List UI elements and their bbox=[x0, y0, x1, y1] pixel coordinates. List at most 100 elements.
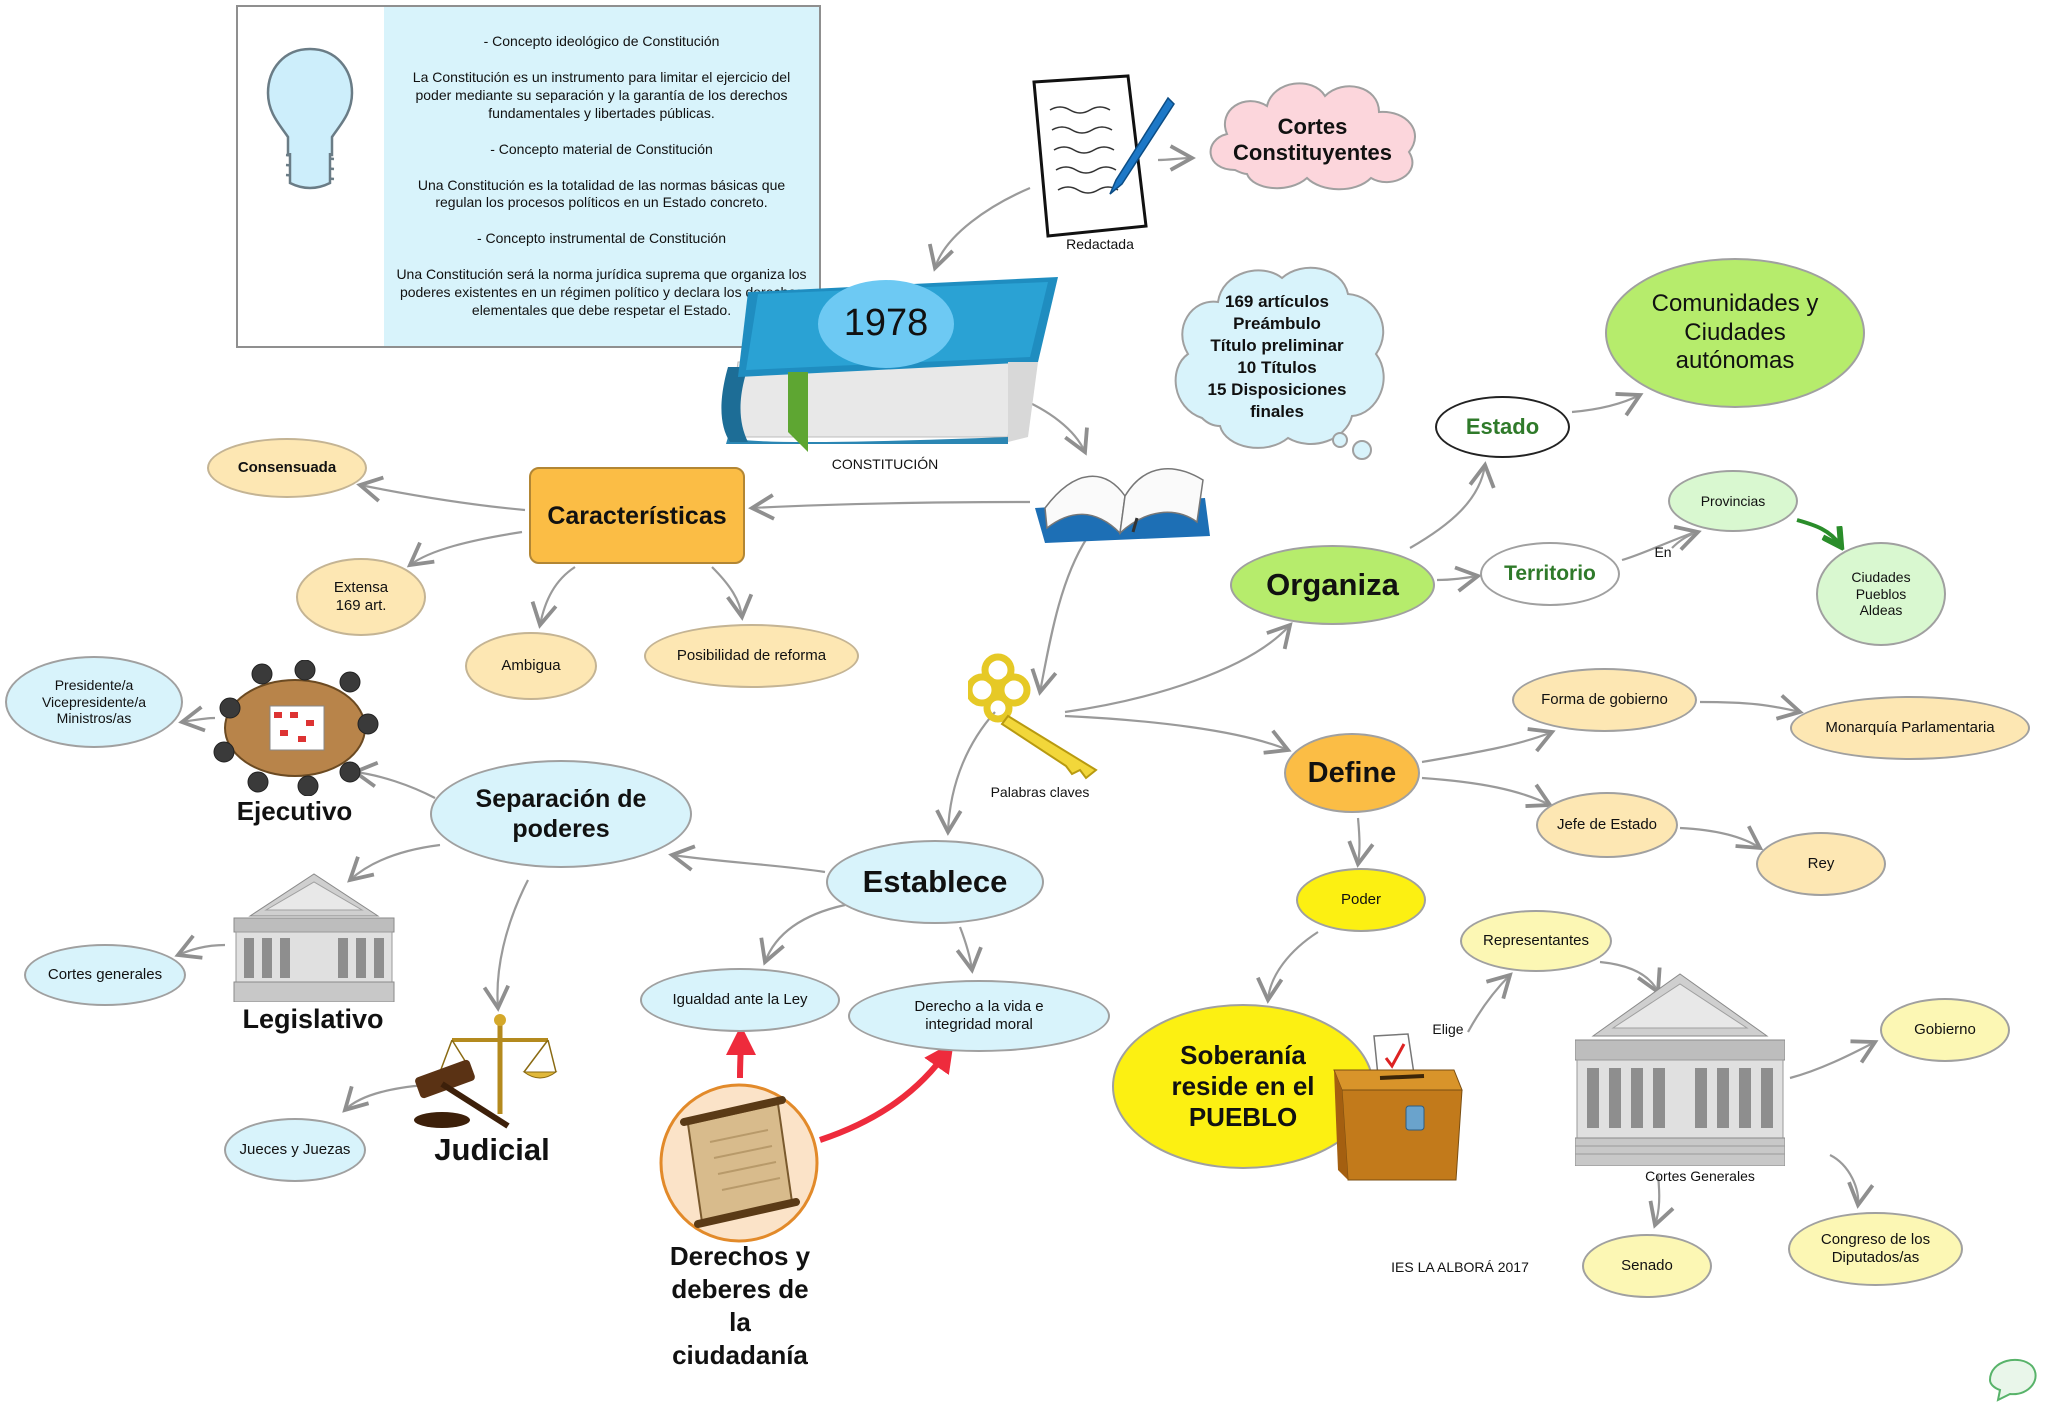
edge-define-jefe bbox=[1421, 776, 1554, 808]
edge-judicial-jueces bbox=[342, 1083, 426, 1113]
ciudades-line-3: Aldeas bbox=[1859, 602, 1903, 619]
ministros-line-3: Ministros/as bbox=[56, 710, 132, 727]
concept-text-panel: - Concepto ideológico de Constitución La… bbox=[384, 7, 819, 346]
contents-line-4: 10 Títulos bbox=[1237, 358, 1317, 377]
jefe-estado-label: Jefe de Estado bbox=[1556, 816, 1658, 833]
soberania-line-3: PUEBLO bbox=[1188, 1102, 1298, 1133]
congreso-line-1: Congreso de los bbox=[1820, 1231, 1931, 1248]
define-node: Define bbox=[1284, 733, 1420, 813]
derechos-line-3: la bbox=[729, 1307, 751, 1337]
define-label: Define bbox=[1307, 756, 1397, 789]
consensuada-label: Consensuada bbox=[237, 459, 337, 476]
igualdad-node: Igualdad ante la Ley bbox=[640, 968, 840, 1032]
edge-car-consensuada bbox=[356, 475, 526, 512]
separacion-line-2: poderes bbox=[512, 815, 610, 843]
ejecutivo-label: Ejecutivo bbox=[236, 796, 353, 826]
credit-label: IES LA ALBORÁ 2017 bbox=[1391, 1259, 1529, 1275]
extensa-label: Extensa bbox=[333, 579, 389, 596]
ambigua-node: Ambigua bbox=[465, 632, 597, 700]
edge-poder-soberania bbox=[1256, 931, 1319, 1004]
territorio-node: Territorio bbox=[1480, 542, 1620, 606]
extensa-node: Extensa 169 art. bbox=[296, 558, 426, 636]
cortes-generales-building-icon bbox=[1575, 973, 1785, 1166]
comunidades-line-2: Ciudades bbox=[1684, 318, 1786, 346]
derecho-vida-line-1: Derecho a la vida e bbox=[914, 998, 1044, 1015]
senado-node: Senado bbox=[1582, 1234, 1712, 1298]
edge-red-to-igualdad bbox=[725, 1025, 756, 1079]
constitucion-label: CONSTITUCIÓN bbox=[831, 456, 939, 472]
edge-cortes-congreso bbox=[1829, 1154, 1875, 1209]
concept-box: - Concepto ideológico de Constitución La… bbox=[236, 5, 821, 348]
edge-provincias-ciudades bbox=[1796, 518, 1840, 545]
contents-line-5: 15 Disposiciones bbox=[1207, 380, 1347, 399]
edge-car-ambigua bbox=[530, 566, 576, 629]
concept-line-6: Una Constitución será la norma jurídica … bbox=[396, 266, 807, 319]
territorio-label: Territorio bbox=[1504, 562, 1596, 586]
comunidades-node: Comunidades y Ciudades autónomas bbox=[1605, 258, 1865, 408]
derechos-line-2: deberes de bbox=[671, 1274, 809, 1304]
concept-line-4: Una Constitución es la totalidad de las … bbox=[417, 176, 786, 211]
monarquia-node: Monarquía Parlamentaria bbox=[1790, 696, 2030, 760]
monarquia-label: Monarquía Parlamentaria bbox=[1825, 719, 1995, 736]
scroll-icon bbox=[659, 1083, 819, 1243]
ciudades-line-2: Pueblos bbox=[1855, 585, 1907, 602]
edge-legislativo-cortes bbox=[174, 934, 226, 960]
cortes-constituyentes-node: Cortes Constituyentes bbox=[1233, 114, 1392, 165]
edge-organiza-estado bbox=[1409, 461, 1496, 549]
edge-establece-derecho bbox=[955, 926, 983, 974]
edge-key-organiza bbox=[1064, 622, 1293, 714]
contents-line-6: finales bbox=[1250, 402, 1304, 421]
jefe-estado-node: Jefe de Estado bbox=[1536, 792, 1678, 858]
ambigua-label: Ambigua bbox=[501, 657, 561, 674]
edge-estado-comunidades bbox=[1571, 392, 1644, 417]
contents-line-1: 169 artículos bbox=[1225, 292, 1329, 311]
concept-line-5: - Concepto instrumental de Constitución bbox=[476, 230, 727, 247]
comunidades-line-3: autónomas bbox=[1675, 347, 1795, 375]
edge-jefe-rey bbox=[1679, 825, 1764, 851]
provincias-label: Provincias bbox=[1700, 492, 1766, 509]
derecho-vida-line-2: integridad moral bbox=[925, 1016, 1033, 1033]
ministros-line-1: Presidente/a bbox=[54, 676, 134, 693]
edge-cortes-gobierno bbox=[1789, 1039, 1879, 1080]
forma-gobierno-label: Forma de gobierno bbox=[1541, 691, 1668, 708]
comunidades-line-1: Comunidades y bbox=[1651, 289, 1819, 317]
edge-car-reforma bbox=[711, 566, 754, 621]
edge-establece-igualdad bbox=[759, 903, 846, 966]
edge-define-forma bbox=[1421, 727, 1556, 764]
contents-line-3: Título preliminar bbox=[1210, 336, 1344, 355]
edge-pen-to-book bbox=[927, 186, 1031, 272]
edge-openbook-to-key bbox=[1030, 537, 1088, 696]
contents-cloud-shape bbox=[1174, 266, 1385, 460]
edge-separacion-ejecutivo bbox=[351, 760, 436, 799]
edge-red-to-derecho bbox=[819, 1041, 954, 1143]
jueces-node: Jueces y Juezas bbox=[224, 1118, 366, 1182]
poder-node: Poder bbox=[1296, 868, 1426, 932]
ciudades-line-1: Ciudades bbox=[1851, 568, 1911, 585]
establece-label: Establece bbox=[862, 864, 1008, 900]
ballot-box-icon bbox=[1333, 1033, 1463, 1181]
edge-organiza-territorio bbox=[1436, 565, 1482, 593]
year-text: 1978 bbox=[843, 302, 929, 345]
igualdad-label: Igualdad ante la Ley bbox=[672, 991, 808, 1008]
edge-car-extensa bbox=[406, 530, 523, 568]
edge-elige-representantes bbox=[1467, 972, 1513, 1033]
caracteristicas-node: Características bbox=[529, 467, 745, 564]
key-icon bbox=[968, 653, 1098, 780]
edge-key-define bbox=[1064, 714, 1292, 755]
parliament-building-icon bbox=[233, 873, 395, 1002]
cortes-generales-node-label: Cortes generales bbox=[47, 966, 163, 983]
forma-gobierno-node: Forma de gobierno bbox=[1512, 668, 1697, 732]
concept-icon-panel bbox=[238, 7, 386, 346]
ministros-line-2: Vicepresidente/a bbox=[41, 693, 147, 710]
rey-label: Rey bbox=[1807, 855, 1835, 872]
soberania-node: Soberanía reside en el PUEBLO bbox=[1112, 1004, 1374, 1169]
judicial-label: Judicial bbox=[434, 1132, 550, 1167]
rey-node: Rey bbox=[1756, 832, 1886, 896]
contents-cloud-text: 169 artículos Preámbulo Título prelimina… bbox=[1182, 291, 1372, 423]
representantes-label: Representantes bbox=[1483, 932, 1589, 949]
concept-line-1: - Concepto ideológico de Constitución bbox=[483, 33, 720, 49]
organiza-node: Organiza bbox=[1230, 545, 1435, 625]
lightbulb-icon bbox=[266, 47, 354, 190]
estado-label: Estado bbox=[1465, 413, 1540, 439]
edge-openbook-to-caracteristicas bbox=[748, 493, 1031, 521]
